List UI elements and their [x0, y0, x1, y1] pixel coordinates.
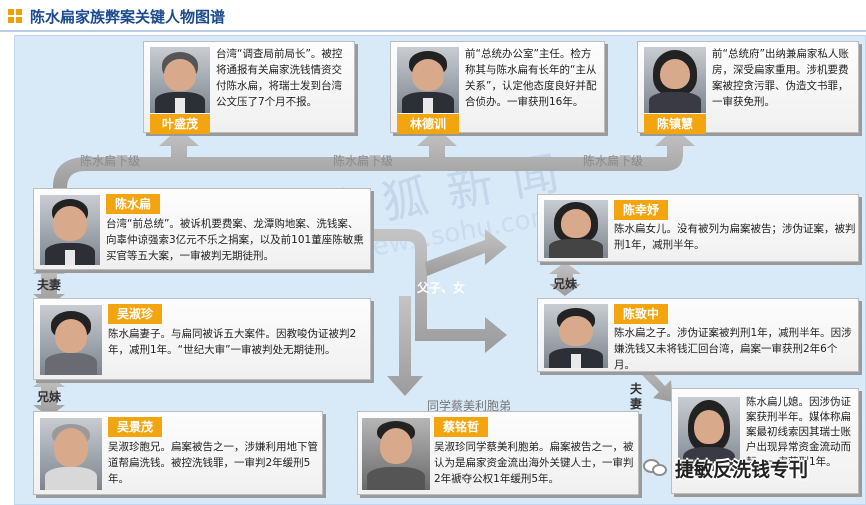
label-father-son-daughter: 父子、女	[417, 281, 466, 295]
label-spouse-right: 夫妻	[629, 382, 642, 411]
label-subordinate-2: 陈水扁下级	[333, 154, 394, 168]
label-subordinate-1: 陈水扁下级	[80, 154, 141, 168]
person-name: 吴景茂	[108, 417, 162, 437]
page-title: 陈水扁家族弊案关键人物图谱	[30, 8, 226, 26]
wechat-icon	[643, 457, 669, 479]
person-name: 陈水扁	[106, 194, 160, 214]
portrait-photo	[40, 418, 102, 490]
person-card-ye-shengmao: 叶盛茂 台湾“调查局前局长”。被控将通报有关扁家洗钱情资交付陈水扁，将瑞士发到台…	[143, 41, 355, 134]
portrait-photo	[397, 47, 459, 113]
person-description: 前“总统府”出纳兼扁家私人账房，深受扁家重用。涉机要费案被控贪污罪、伪造文书罪，…	[712, 48, 849, 108]
person-name: 陈致中	[614, 304, 668, 324]
person-name: 林德训	[397, 114, 459, 134]
person-name: 陈镇慧	[644, 114, 706, 134]
footer-text: 捷敏反洗钱专刊	[675, 458, 809, 481]
label-siblings-right: 兄妹	[552, 277, 577, 291]
person-description: 陈水扁之子。涉伪证案被判刑1年，减刑半年。因涉嫌洗钱又未将钱汇回台湾，扁案一审获…	[614, 327, 852, 371]
person-card-chen-shuibian: 陈水扁 台湾“前总统”。被诉机要费案、龙潭购地案、洗钱案、向辜仲谅强索3亿元不乐…	[33, 188, 371, 270]
person-card-chen-zhizhong: 陈致中 陈水扁之子。涉伪证案被判刑1年，减刑半年。因涉嫌洗钱又未将钱汇回台湾，扁…	[537, 298, 859, 372]
person-description: 陈水扁儿媳。因涉伪证案获刑半年。媒体称扁案最初线索因其瑞士账户出现异常资金流动而…	[746, 396, 851, 468]
person-card-chen-xingyu: 陈幸妤 陈水扁女儿。没有被列为扁案被告；涉伪证案，被判刑1年，减刑半年。	[537, 194, 859, 262]
person-name: 陈幸妤	[614, 200, 668, 220]
arrow-spouse-right	[619, 354, 673, 402]
label-spouse: 夫妻	[37, 278, 62, 292]
portrait-photo	[40, 305, 102, 375]
portrait-photo	[362, 418, 430, 490]
portrait-photo	[678, 397, 740, 471]
person-card-cai-mingzhe: 蔡铭哲 吴淑珍同学蔡美利胞弟。扁案被告之一，被认为是扁家资金流出海外关键人士，一…	[357, 411, 639, 495]
person-description: 前“总统办公室”主任。检方称其与陈水扁有长年的“主从关系”，认定他态度良好并配合…	[465, 48, 597, 108]
person-description: 陈水扁女儿。没有被列为扁案被告；涉伪证案，被判刑1年，减刑半年。	[614, 223, 856, 251]
arrow-spouse	[33, 262, 65, 306]
person-description: 陈水扁妻子。与扁同被诉五大案件。因教唆伪证被判2年，减刑1年。“世纪大审”一审被…	[108, 328, 357, 356]
person-card-wu-shuzhen: 吴淑珍 陈水扁妻子。与扁同被诉五大案件。因教唆伪证被判2年，减刑1年。“世纪大审…	[33, 298, 371, 380]
arrow-to-children	[371, 229, 507, 353]
portrait-photo	[644, 47, 706, 113]
arrow-siblings-left	[33, 375, 65, 417]
arrow-to-subordinates	[53, 128, 695, 188]
label-classmate-brother: 同学蔡美利胞弟	[427, 399, 512, 413]
person-card-huang-ruijing: 陈水扁儿媳。因涉伪证案获刑半年。媒体称扁案最初线索因其瑞士账户出现异常资金流动而…	[671, 388, 859, 494]
arrow-to-cai	[387, 296, 423, 396]
portrait-photo	[544, 304, 608, 368]
person-card-lin-dexun: 林德训 前“总统办公室”主任。检方称其与陈水扁有长年的“主从关系”，认定他态度良…	[390, 41, 605, 134]
footer-watermark: 捷敏反洗钱专刊	[643, 453, 808, 483]
person-description: 台湾“调查局前局长”。被控将通报有关扁家洗钱情资交付陈水扁，将瑞士发到台湾公文压…	[216, 48, 343, 108]
person-card-chen-zhenhui: 陈镇慧 前“总统府”出纳兼扁家私人账房，深受扁家重用。涉机要费案被控贪污罪、伪造…	[637, 41, 859, 134]
label-siblings-left: 兄妹	[37, 390, 62, 404]
person-description: 吴淑珍同学蔡美利胞弟。扁案被告之一，被认为是扁家资金流出海外关键人士，一审判2年…	[434, 441, 634, 485]
arrow-siblings-right	[549, 262, 581, 296]
arrow-to-daughter	[425, 229, 507, 276]
person-description: 吴淑珍胞兄。扁案被告之一，涉嫌利用地下管道帮扁洗钱。被控洗钱罪，一审判2年缓刑5…	[108, 441, 318, 485]
portrait-photo	[150, 47, 210, 113]
connector-arrows	[33, 128, 695, 417]
portrait-photo	[40, 195, 100, 265]
person-name: 吴淑珍	[108, 304, 162, 324]
title-bar: 陈水扁家族弊案关键人物图谱	[0, 0, 866, 32]
label-subordinate-3: 陈水扁下级	[583, 154, 644, 168]
portrait-photo	[544, 200, 608, 258]
relationship-diagram: 搜狐新闻 news.sohu.com 陈水扁下级 陈水扁下级 陈水扁下级 夫妻 …	[14, 35, 866, 505]
person-name: 叶盛茂	[150, 114, 210, 134]
person-name: 蔡铭哲	[434, 417, 488, 437]
person-card-wu-jingmao: 吴景茂 吴淑珍胞兄。扁案被告之一，涉嫌利用地下管道帮扁洗钱。被控洗钱罪，一审判2…	[33, 411, 323, 495]
grid-icon	[8, 9, 22, 23]
person-description: 台湾“前总统”。被诉机要费案、龙潭购地案、洗钱案、向辜仲谅强索3亿元不乐之捐案，…	[106, 218, 364, 262]
